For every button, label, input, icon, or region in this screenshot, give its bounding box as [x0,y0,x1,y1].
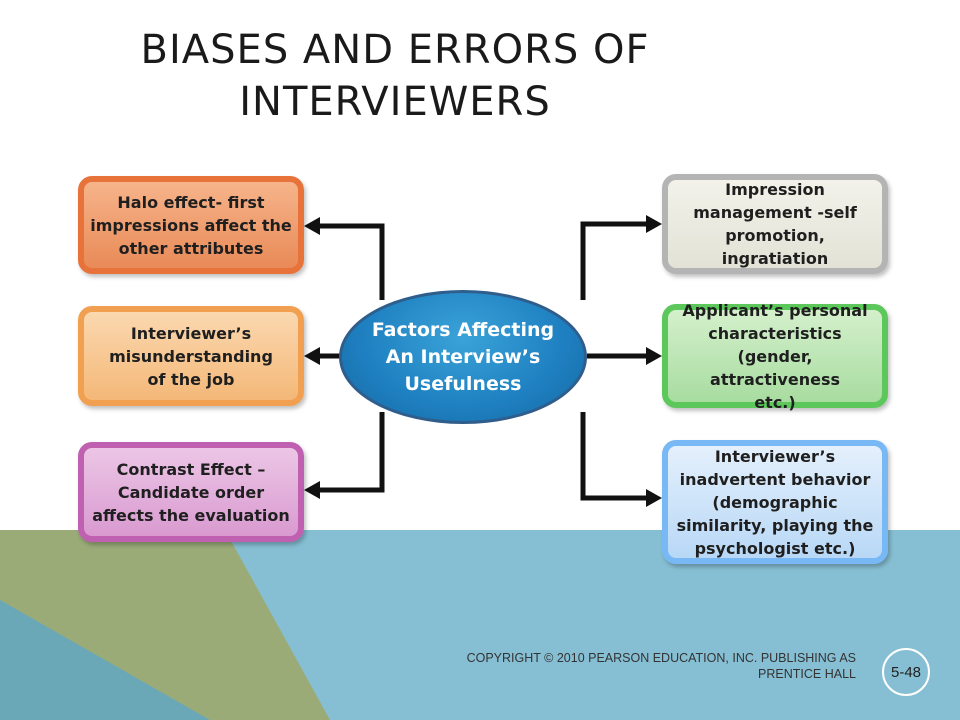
applicant-line-1: Applicant’s personal [682,300,868,320]
connector-halo [316,223,385,300]
connector-inadvertent [580,412,650,501]
copyright-footer: COPYRIGHT © 2010 PEARSON EDUCATION, INC.… [420,650,856,682]
page-title: BIASES AND ERRORS OF INTERVIEWERS [0,24,790,128]
center-factors-ellipse: Factors Affecting An Interview’s Usefuln… [339,290,587,424]
arrowhead-applicant [646,347,662,365]
contrast-line-1: Contrast Effect – [116,459,266,479]
inadvertent-line-5: psychologist etc.) [694,538,856,558]
right-connectors [580,221,650,501]
inadvertent-behavior-box: Interviewer’s inadvertent behavior (demo… [662,440,888,564]
misunderstanding-line-1: Interviewer’s [130,323,252,343]
arrowhead-impression [646,215,662,233]
slide-number-badge: 5-48 [882,648,930,696]
center-line-2: An Interview’s [385,345,541,368]
connector-impression [580,221,650,300]
inadvertent-line-2: inadvertent behavior [679,469,871,489]
connector-contrast [316,412,385,493]
left-arrowheads [304,217,320,499]
copyright-line-2: PRENTICE HALL [758,667,856,681]
copyright-line-1: COPYRIGHT © 2010 PEARSON EDUCATION, INC.… [466,651,856,665]
arrowhead-misunderstanding [304,347,320,365]
applicant-line-4: etc.) [754,392,796,412]
arrowhead-inadvertent [646,489,662,507]
center-line-3: Usefulness [404,372,522,395]
applicant-characteristics-box: Applicant’s personal characteristics (ge… [662,301,888,412]
title-line-2: INTERVIEWERS [239,79,551,125]
impression-management-box: Impression management -self promotion, i… [662,174,888,274]
center-line-1: Factors Affecting [371,318,555,341]
impression-line-2: management -self [693,203,857,222]
inadvertent-line-4: similarity, playing the [676,515,874,535]
halo-line-2: impressions affect the [90,215,292,235]
halo-effect-box: Halo effect- first impressions affect th… [78,176,304,274]
right-arrowheads [646,215,662,507]
halo-line-3: other attributes [118,238,264,258]
arrowhead-halo [304,217,320,235]
inadvertent-line-3: (demographic [712,492,838,512]
background-triangle-dark [0,600,210,720]
arrowhead-contrast [304,481,320,499]
contrast-line-2: Candidate order [117,482,265,502]
misunderstanding-line-3: of the job [147,369,235,389]
impression-line-3: promotion, ingratiation [721,226,829,268]
impression-line-1: Impression [725,180,825,199]
misunderstanding-box: Interviewer’s misunderstanding of the jo… [78,306,304,406]
applicant-line-3: (gender, attractiveness [710,346,840,389]
contrast-line-3: affects the evaluation [92,505,290,525]
halo-line-1: Halo effect- first [117,192,265,212]
contrast-effect-box: Contrast Effect – Candidate order affect… [78,442,304,542]
inadvertent-line-1: Interviewer’s [714,446,836,466]
misunderstanding-line-2: misunderstanding [109,346,273,366]
applicant-line-2: characteristics [708,323,842,343]
title-line-1: BIASES AND ERRORS OF [140,27,650,73]
